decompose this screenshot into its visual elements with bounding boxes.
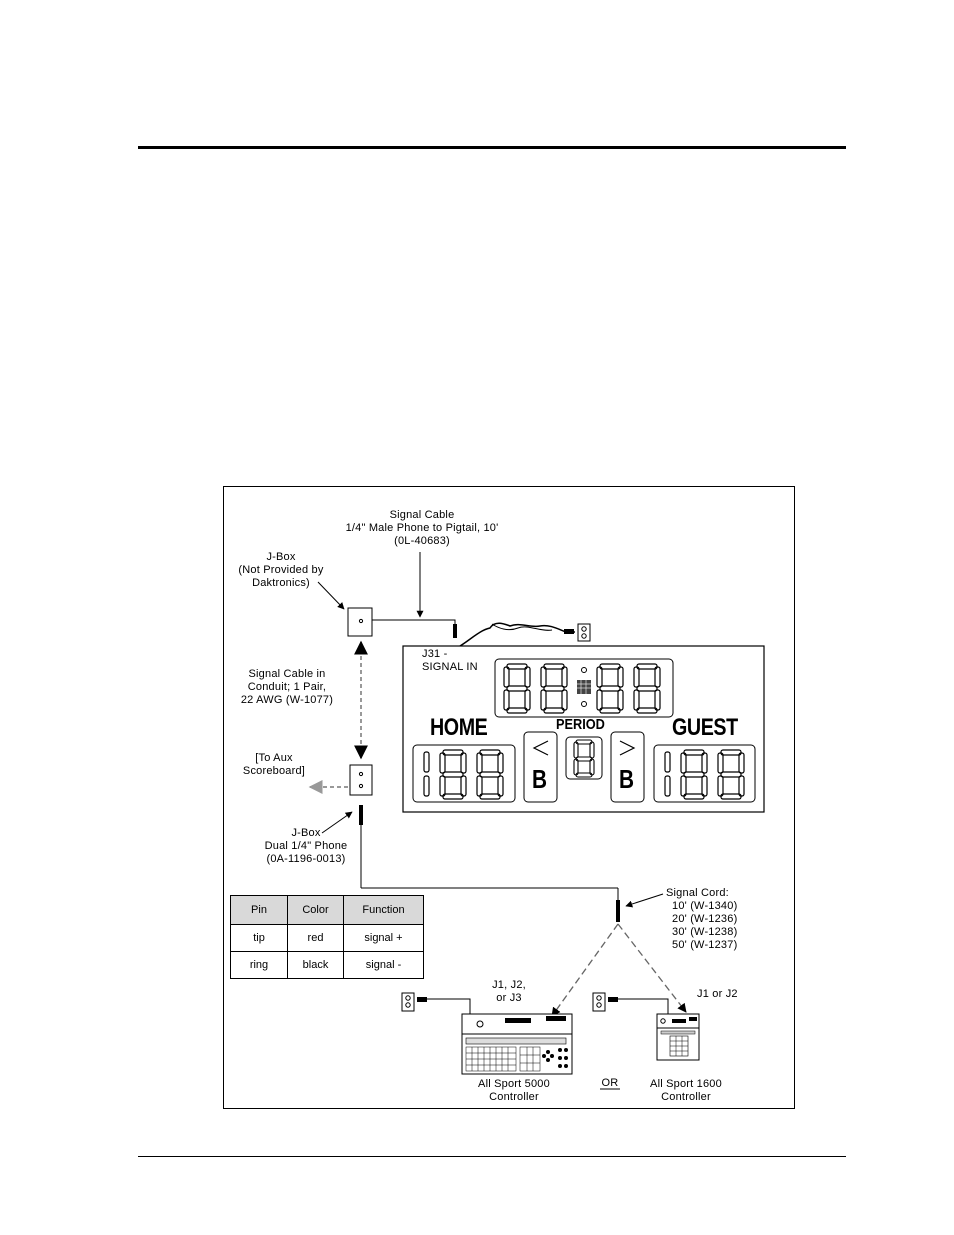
pin-table-header-cell: Pin <box>230 895 288 925</box>
table-cell: signal + <box>343 924 424 952</box>
pin-table-header-cell: Function <box>343 895 424 925</box>
scoreboard-guest-label: GUEST <box>672 714 738 741</box>
table-cell: black <box>287 951 344 979</box>
label-controller-5000: All Sport 5000 Controller <box>478 1078 550 1103</box>
table-row: ring black signal - <box>230 951 424 979</box>
label-signal-cord: Signal Cord: 10' (W-1340) 20' (W-1236) 3… <box>666 887 738 951</box>
controller-5000 <box>461 1013 573 1075</box>
table-cell: ring <box>230 951 288 979</box>
bonus-left-panel <box>523 731 558 803</box>
horn <box>577 680 591 694</box>
pin-table-header: Pin Color Function <box>230 895 424 925</box>
label-j123: J1, J2, or J3 <box>492 979 526 1004</box>
label-jbox-top: J-Box (Not Provided by Daktronics) <box>238 551 324 589</box>
label-jbox-bottom: J-Box Dual 1/4" Phone (0A-1196-0013) <box>264 827 348 865</box>
label-signal-cable-top: Signal Cable 1/4" Male Phone to Pigtail,… <box>345 509 499 547</box>
bottom-rule <box>138 1156 846 1157</box>
table-cell: red <box>287 924 344 952</box>
label-conduit: Signal Cable in Conduit; 1 Pair, 22 AWG … <box>240 668 334 706</box>
label-aux: [To Aux Scoreboard] <box>242 752 306 777</box>
top-rule <box>138 146 846 149</box>
pin-table: Pin Color Function tip red signal + ring… <box>230 895 424 979</box>
outlet-left <box>401 992 415 1012</box>
power-cord <box>459 622 575 647</box>
bonus-right-panel <box>610 731 645 803</box>
scoreboard-bonus-right: B <box>619 764 635 794</box>
diagram-frame <box>223 486 795 1109</box>
table-cell: signal - <box>343 951 424 979</box>
scoreboard-bonus-left: B <box>532 764 548 794</box>
table-cell: tip <box>230 924 288 952</box>
scoreboard-home-label: HOME <box>430 714 488 741</box>
label-controller-1600: All Sport 1600 Controller <box>650 1078 722 1103</box>
table-row: tip red signal + <box>230 924 424 952</box>
label-or: OR <box>601 1077 619 1089</box>
label-j12: J1 or J2 <box>697 988 738 1000</box>
pin-table-header-cell: Color <box>287 895 344 925</box>
controller-1600 <box>656 1013 700 1061</box>
clock-digits <box>503 663 661 714</box>
outlet-top <box>577 623 591 642</box>
period-panel <box>565 736 603 780</box>
scoreboard-period-label: PERIOD <box>556 716 605 733</box>
signal-cable-top <box>372 619 456 630</box>
jbox-bottom <box>349 764 373 796</box>
label-j31: J31 - SIGNAL IN <box>422 648 478 673</box>
outlet-right <box>592 992 606 1012</box>
